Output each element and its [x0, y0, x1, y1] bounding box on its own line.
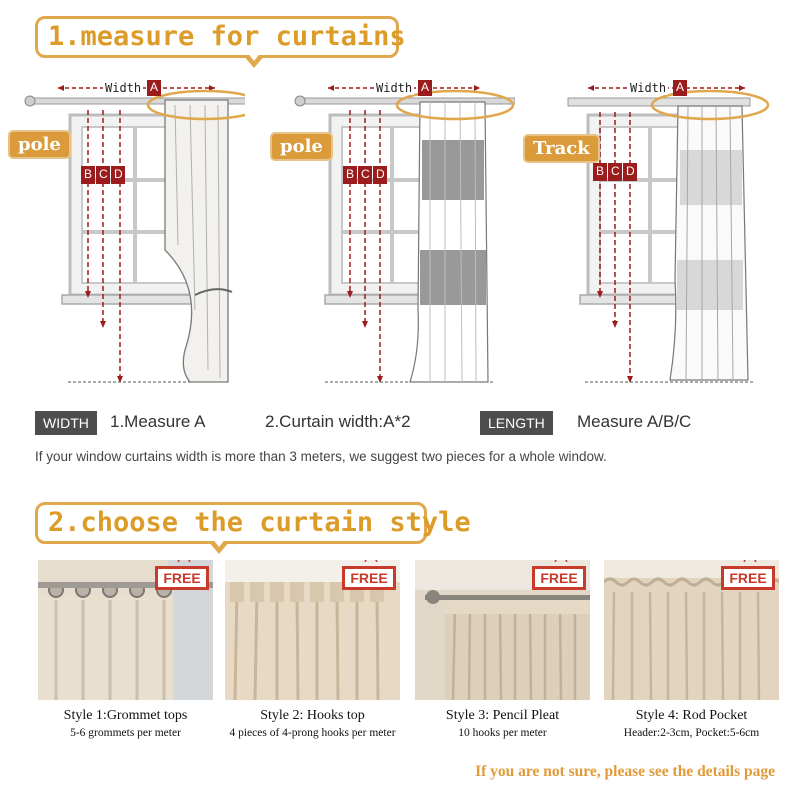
width-label: Width	[628, 81, 669, 95]
style-name: Style 2: Hooks top	[260, 708, 365, 723]
hanger-icon	[177, 560, 191, 562]
width-note: If your window curtains width is more th…	[35, 449, 607, 464]
width-label: Width	[103, 81, 144, 95]
letter-c: C	[99, 167, 108, 181]
section-measure-title: 1.measure for curtains	[48, 21, 406, 52]
letter-a: A	[676, 80, 685, 94]
pole-tag: pole	[8, 130, 71, 159]
style-desc: 10 hooks per meter	[458, 727, 547, 739]
grommet-curtain-photo: FREE	[38, 560, 213, 700]
width-tag: WIDTH	[35, 411, 97, 435]
window-track-illustration	[567, 80, 770, 383]
free-badge: FREE	[532, 566, 586, 590]
style-card-hooks[interactable]: FREE Style 2: Hooks top 4 pieces of 4-pr…	[225, 560, 400, 739]
hanger-icon	[743, 560, 757, 562]
style-card-pencil-pleat[interactable]: FREE Style 3: Pencil Pleat 10 hooks per …	[415, 560, 590, 739]
free-badge: FREE	[721, 566, 775, 590]
letter-b: B	[346, 167, 355, 181]
letter-b: B	[84, 167, 93, 181]
style-desc: 5-6 grommets per meter	[70, 727, 181, 739]
pole-tag: pole	[270, 132, 333, 161]
measure-step-1: 1.Measure A	[110, 412, 206, 431]
pencil-pleat-curtain-photo: FREE	[415, 560, 590, 700]
measure-diagram-track: Width A B C D Track	[523, 70, 775, 390]
letter-d: D	[114, 167, 123, 181]
letter-d: D	[376, 167, 385, 181]
style-name: Style 3: Pencil Pleat	[445, 708, 560, 723]
style-desc: Header:2-3cm, Pocket:5-6cm	[623, 727, 760, 739]
letter-d: D	[626, 164, 635, 178]
style-name: Style 1:Grommet tops	[63, 708, 188, 723]
length-text: Measure A/B/C	[577, 412, 692, 431]
rod-pocket-curtain-photo: FREE	[604, 560, 779, 700]
measure-diagram-pole-1: Width A B C D pole	[0, 70, 264, 390]
details-page-note: If you are not sure, please see the deta…	[475, 763, 775, 780]
letter-c: C	[361, 167, 370, 181]
letter-c: C	[611, 164, 620, 178]
style-card-rod-pocket[interactable]: FREE Style 4: Rod Pocket Header:2-3cm, P…	[604, 560, 779, 739]
section-style-header: 2.choose the curtain style	[35, 502, 471, 554]
section-measure-header: 1.measure for curtains	[35, 16, 406, 68]
free-badge: FREE	[342, 566, 396, 590]
length-tag: LENGTH	[480, 411, 553, 435]
width-label: Width	[374, 81, 415, 95]
hanger-icon	[364, 560, 378, 562]
letter-a: A	[421, 80, 430, 94]
letter-b: B	[596, 164, 605, 178]
measure-diagram-pole-2: Width A B C D pole	[270, 70, 516, 390]
free-badge: FREE	[155, 566, 209, 590]
style-card-grommet[interactable]: FREE Style 1:Grommet tops 5-6 grommets p…	[38, 560, 213, 739]
section-style-title: 2.choose the curtain style	[48, 507, 471, 538]
hooks-curtain-photo: FREE	[225, 560, 400, 700]
style-desc: 4 pieces of 4-prong hooks per meter	[229, 727, 396, 739]
measure-step-2: 2.Curtain width:A*2	[265, 412, 411, 431]
hanger-icon	[554, 560, 568, 562]
letter-a: A	[150, 80, 159, 94]
style-name: Style 4: Rod Pocket	[635, 708, 748, 723]
window-pole-illustration	[24, 80, 264, 383]
window-pole-illustration	[294, 80, 516, 383]
track-tag: Track	[523, 134, 600, 163]
